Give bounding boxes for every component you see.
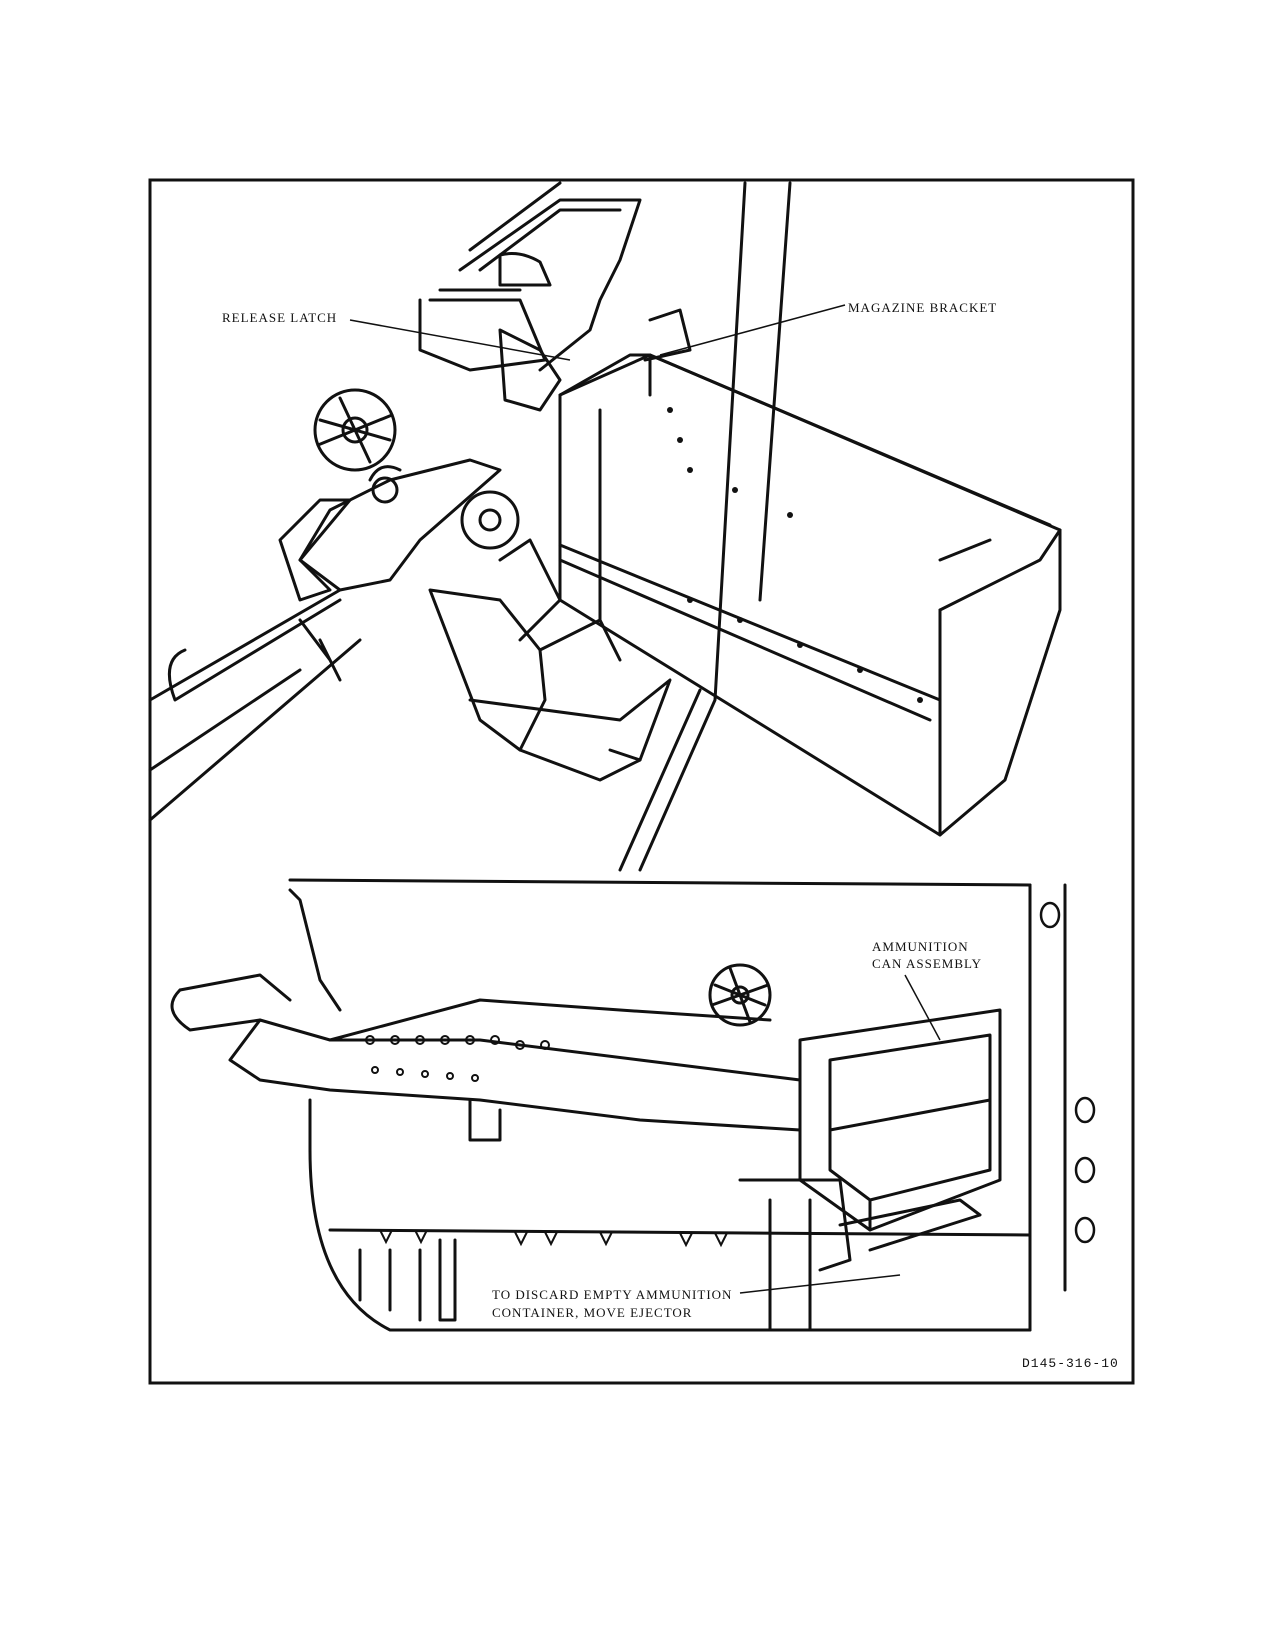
receiver-top [458,198,642,372]
inset-holes [1039,901,1096,1244]
label-discard-line1: TO DISCARD EMPTY AMMUNITION [492,1287,733,1302]
barrel [148,588,342,772]
label-release-latch: RELEASE LATCH [222,310,338,325]
bottom-inset [170,878,1067,1332]
inset-handwheel [708,963,772,1027]
figure-frame [148,178,1135,1385]
inset-gun-body [228,1018,802,1132]
feed-chute [428,588,547,752]
inset-rivets [365,1035,550,1082]
release-latch [498,328,562,412]
rail-clips [379,1229,728,1248]
label-discard-line2: CONTAINER, MOVE EJECTOR [492,1305,693,1320]
figure-id: D145-316-10 [1022,1356,1119,1371]
label-ammunition-can-line1: AMMUNITION [872,939,969,954]
label-magazine-bracket: MAGAZINE BRACKET [848,300,998,315]
elevation-handwheel [313,388,397,472]
top-illustration [148,181,1062,872]
magazine-bracket [643,308,692,362]
bottom-leaders [739,974,941,1294]
box-rivets [667,407,923,703]
inset-panel [288,878,1032,1332]
top-leaders [349,304,846,361]
label-ammunition-can-line2: CAN ASSEMBLY [872,956,983,971]
inset-post [768,1198,812,1332]
